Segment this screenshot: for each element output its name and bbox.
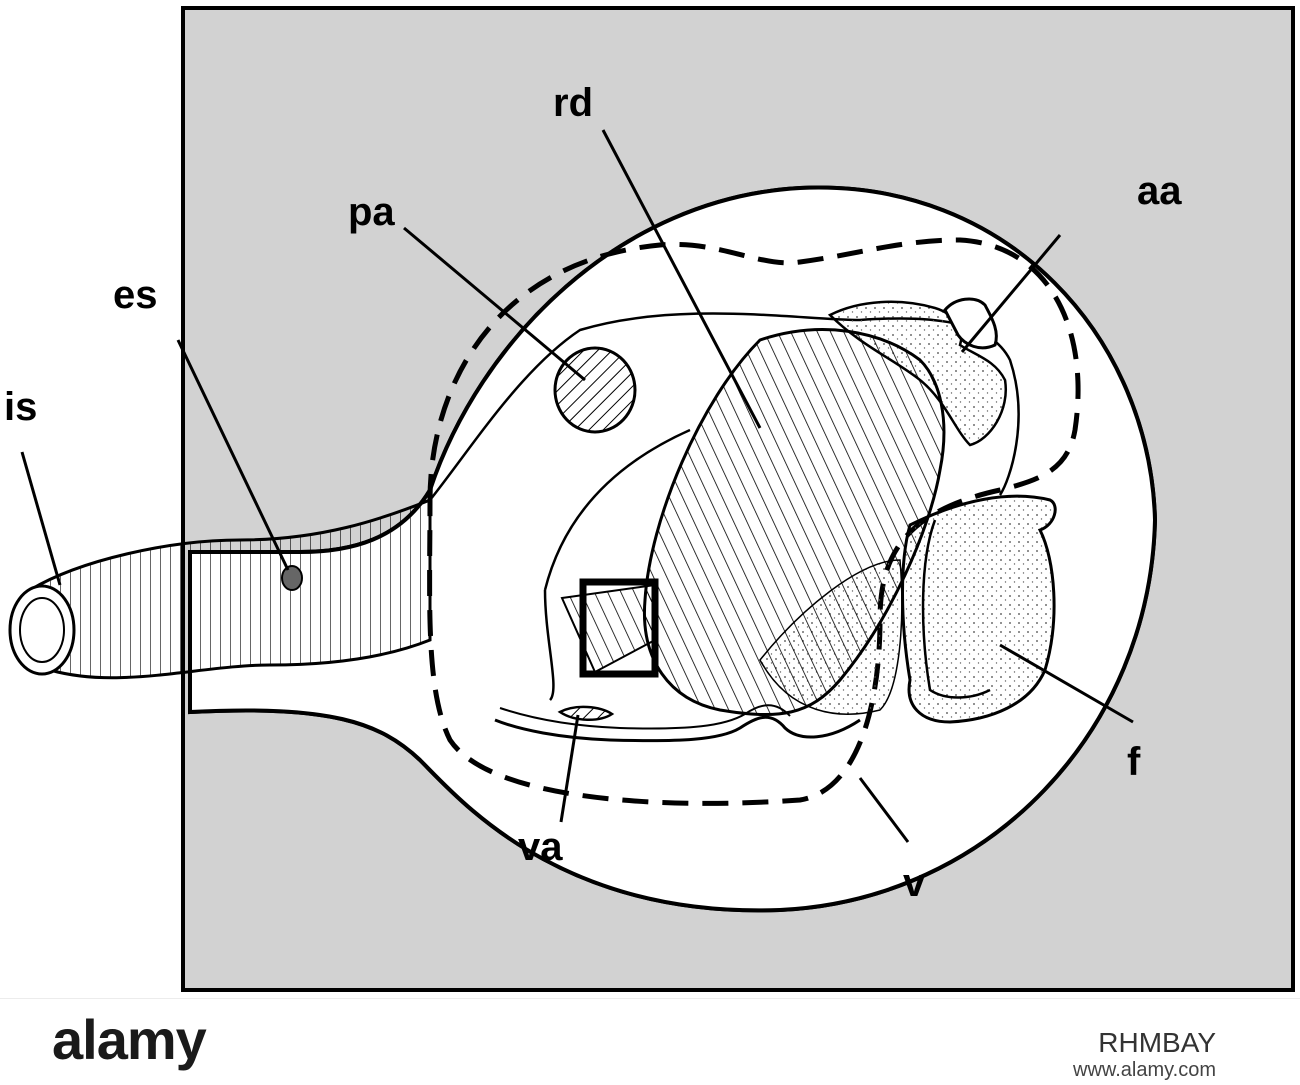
label-pa: pa [348,190,395,234]
tube-stalk [8,497,432,680]
label-va: va [518,825,563,869]
alamy-logo: alamy [52,1008,207,1071]
label-f: f [1127,740,1141,784]
label-rd: rd [553,81,593,125]
stippled-mass [901,494,1057,724]
lower-channel [494,715,861,743]
label-v: v [903,861,926,905]
inset-cone [560,583,656,674]
label-es: es [113,273,158,317]
label-aa: aa [1137,169,1182,213]
va-region [557,705,615,721]
website: www.alamy.com [1073,1059,1216,1081]
label-is: is [4,385,37,429]
ringed-body [642,328,946,716]
image-id: RHMBAY [1098,1027,1216,1058]
leader-lines [20,129,1134,843]
dashed-boundary [427,237,1081,806]
pa-region [553,346,637,434]
stippled-mass-inner [921,519,991,699]
anatomical-diagram: is es pa rd aa f va v [4,6,1295,992]
watermark-bar: alamy RHMBAY www.alamy.com [0,998,1300,1085]
